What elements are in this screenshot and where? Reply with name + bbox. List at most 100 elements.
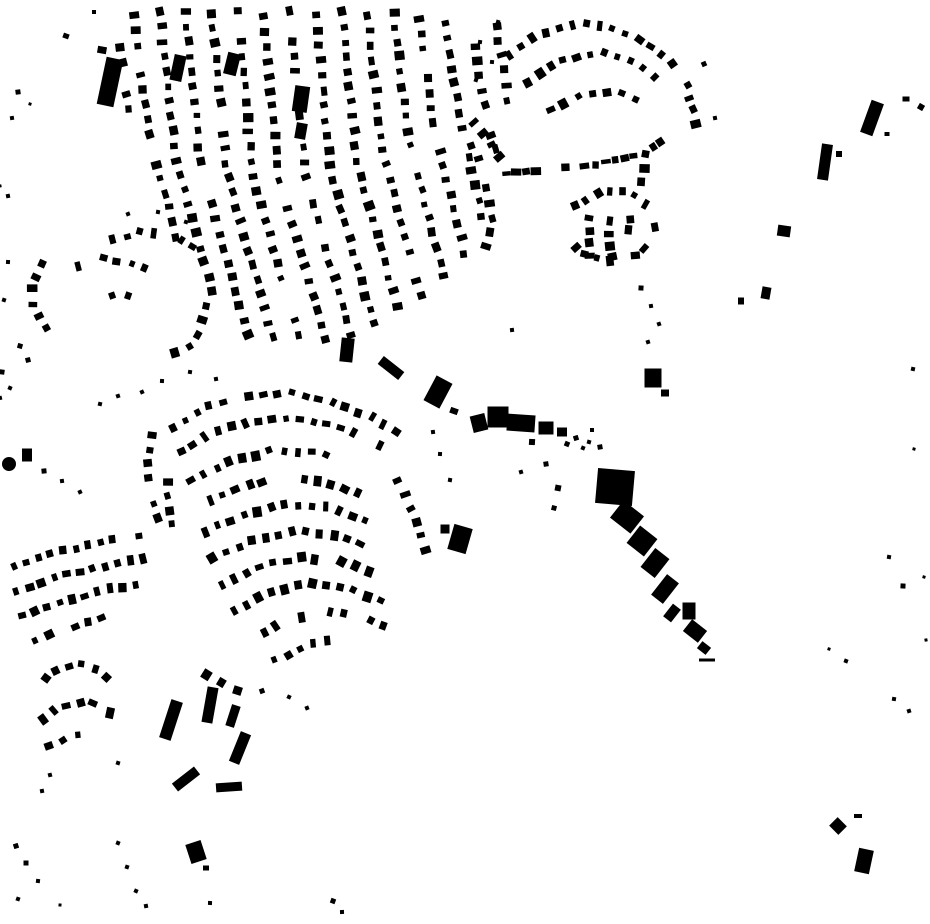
house-footprint xyxy=(339,302,348,311)
building-footprint xyxy=(423,375,453,409)
house-footprint xyxy=(437,258,446,268)
house-footprint xyxy=(688,104,698,115)
house-footprint xyxy=(56,598,64,607)
house-footprint xyxy=(475,196,484,205)
house-footprint xyxy=(321,420,331,428)
house-footprint xyxy=(290,67,300,74)
building-footprint xyxy=(644,368,662,388)
house-footprint xyxy=(335,203,346,215)
house-footprint xyxy=(17,611,27,620)
house-footprint xyxy=(545,105,556,115)
small-structure-footprint xyxy=(638,285,644,291)
house-footprint xyxy=(522,76,534,89)
house-footprint xyxy=(613,52,621,61)
house-footprint xyxy=(442,34,452,42)
house-footprint xyxy=(561,163,570,172)
house-footprint xyxy=(130,26,141,35)
house-footprint xyxy=(199,431,210,443)
small-structure-footprint xyxy=(41,468,47,474)
house-footprint xyxy=(352,157,360,166)
house-footprint xyxy=(391,24,398,31)
small-structure-footprint xyxy=(509,327,515,333)
house-footprint xyxy=(321,581,331,590)
small-structure-footprint xyxy=(304,705,310,711)
house-footprint xyxy=(285,5,294,17)
small-structure-footprint xyxy=(586,439,592,445)
small-structure-footprint xyxy=(924,638,928,642)
house-footprint xyxy=(339,608,348,618)
house-footprint xyxy=(480,241,492,251)
house-footprint xyxy=(58,735,68,745)
building-footprint xyxy=(682,602,696,620)
house-footprint xyxy=(250,450,262,462)
house-footprint xyxy=(491,143,500,155)
small-structure-footprint xyxy=(12,842,20,850)
house-footprint xyxy=(304,278,314,285)
house-footprint xyxy=(192,329,203,341)
house-footprint xyxy=(75,697,86,708)
small-structure-footprint xyxy=(187,369,193,375)
house-footprint xyxy=(165,83,172,91)
house-footprint xyxy=(319,100,329,109)
house-footprint xyxy=(545,60,557,72)
house-footprint xyxy=(126,554,135,566)
small-structure-footprint xyxy=(58,903,62,907)
building-footprint xyxy=(440,524,450,534)
house-footprint xyxy=(629,152,638,160)
house-footprint xyxy=(582,19,591,28)
house-footprint xyxy=(656,49,667,60)
house-footprint xyxy=(326,607,334,617)
house-footprint xyxy=(282,204,293,213)
small-structure-footprint xyxy=(5,259,11,265)
house-footprint xyxy=(64,662,74,671)
house-footprint xyxy=(493,37,502,46)
house-footprint xyxy=(465,152,474,162)
house-footprint xyxy=(168,422,178,434)
house-footprint xyxy=(411,517,423,528)
house-footprint xyxy=(600,158,612,165)
house-footprint xyxy=(451,218,462,229)
house-footprint xyxy=(72,544,80,554)
house-footprint xyxy=(300,143,308,151)
house-footprint xyxy=(579,162,590,170)
house-footprint xyxy=(215,97,227,108)
house-footprint xyxy=(631,95,640,104)
small-structure-footprint xyxy=(115,840,121,846)
house-footprint xyxy=(353,262,363,272)
small-structure-footprint xyxy=(125,211,131,217)
house-footprint xyxy=(607,251,618,262)
house-footprint xyxy=(196,156,206,167)
house-footprint xyxy=(186,439,198,451)
house-footprint xyxy=(167,216,178,227)
small-structure-footprint xyxy=(155,209,161,215)
house-footprint xyxy=(220,144,231,152)
house-footprint xyxy=(584,214,594,222)
round-structure-footprint xyxy=(2,457,16,471)
house-footprint xyxy=(414,171,422,181)
small-structure-footprint xyxy=(28,102,32,106)
building-footprint xyxy=(738,297,744,305)
house-footprint xyxy=(246,535,257,546)
house-footprint xyxy=(580,195,590,206)
house-footprint xyxy=(48,705,59,716)
house-footprint xyxy=(335,287,343,296)
house-footprint xyxy=(365,27,375,34)
house-footprint xyxy=(320,334,331,345)
building-footprint xyxy=(201,686,219,724)
house-footprint xyxy=(67,593,77,606)
house-footprint xyxy=(290,52,299,60)
house-footprint xyxy=(263,43,271,51)
building-footprint xyxy=(291,85,311,113)
house-footprint xyxy=(241,98,251,107)
house-footprint xyxy=(83,540,92,550)
house-footprint xyxy=(344,233,356,244)
house-footprint xyxy=(145,446,154,454)
house-footprint xyxy=(205,551,219,565)
house-footprint xyxy=(242,128,253,135)
house-footprint xyxy=(309,553,319,566)
house-footprint xyxy=(233,7,242,15)
house-footprint xyxy=(346,97,357,105)
house-footprint xyxy=(309,638,317,648)
